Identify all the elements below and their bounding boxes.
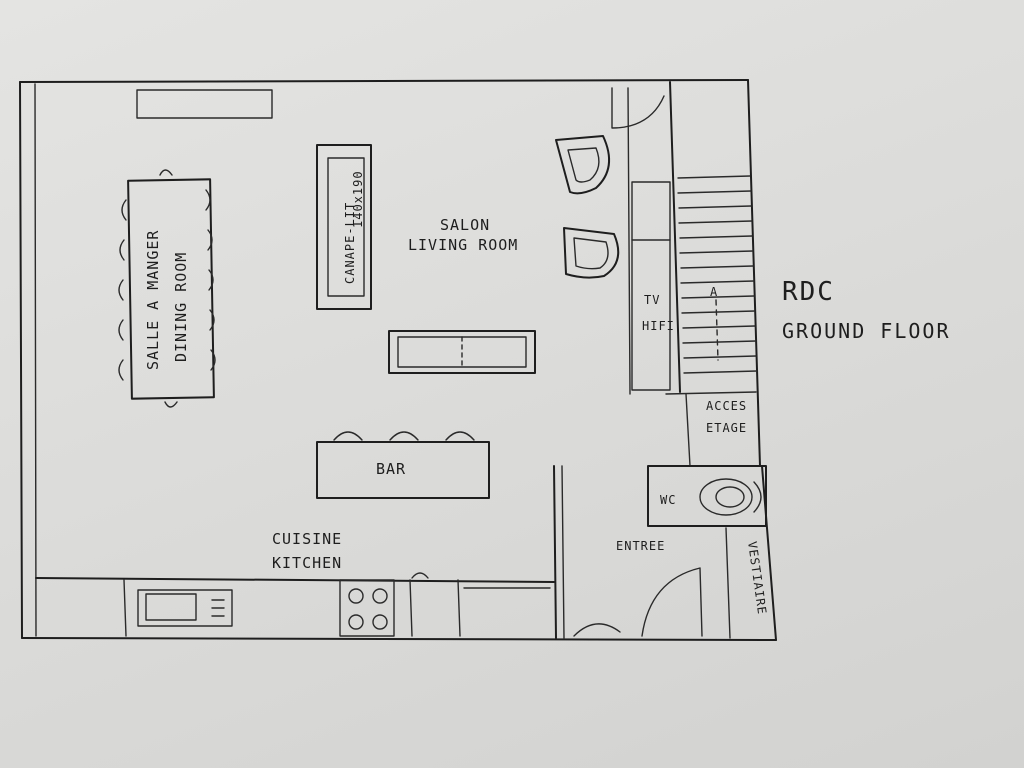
floor-subtitle: GROUND FLOOR [782,319,951,343]
door-swing-top [611,87,665,129]
armchair-top-seat [567,147,600,183]
stair-direction-line [715,299,719,361]
living-room-label-en: LIVING ROOM [408,236,518,254]
tv-unit-cabinet [631,181,671,391]
dining-table: SALLE A MANGER DINING ROOM [118,169,216,408]
sofa-bed-mattress [327,157,365,297]
hob-burner-1 [348,588,364,604]
wall-right-lower [761,465,777,641]
wall-bottom [21,637,777,641]
kitchen-divider-3 [457,579,461,637]
stair-step-5 [679,235,753,239]
stair-step-12 [682,340,757,344]
staircase: A [669,81,758,393]
living-room-label-fr: SALON [440,216,490,234]
bar-counter-top [316,441,490,499]
kitchen-sink [145,593,197,621]
access-divider [665,391,757,395]
stair-step-13 [683,355,757,359]
kitchen-counter [35,572,555,637]
kitchen-hob [339,579,395,637]
kitchen-label-fr: CUISINE [272,530,342,548]
stair-step-9 [681,295,755,299]
living-sofa-outer [388,330,536,374]
dining-chairs-ends [159,169,178,408]
door-swing-small [573,623,621,637]
window-bench [136,89,273,119]
kitchen-label-en: KITCHEN [272,554,342,572]
stair-wall-left [669,81,681,393]
bar-counter: BAR [316,431,490,499]
stair-step-11 [682,325,756,329]
stair-step-6 [679,250,754,254]
kitchen-divider-1 [123,579,127,637]
hifi-label: HIFI [642,319,675,333]
wc-toilet-bowl [699,478,753,516]
wall-left-outer [19,81,23,639]
stair-step-7 [680,265,754,269]
tv-label: TV [644,293,660,307]
dining-table-top [127,178,215,400]
floor-title: RDC [782,277,835,307]
dining-room-label-en: DINING ROOM [172,252,190,362]
armchairs [555,135,620,279]
entrance-partition-inner [561,465,565,639]
sofa-bed-label: CANAPE-LIT [343,202,357,284]
wc-toilet-tank [753,481,762,513]
outer-walls [19,79,777,641]
tv-unit-wall-left [627,87,631,395]
cloakroom-wall [725,527,731,639]
access-label-line2: ETAGE [706,421,747,435]
wall-left-inner [34,83,37,637]
entrance-partition [553,465,557,639]
hob-burner-2 [372,588,388,604]
stair-step-14 [683,370,758,374]
access-wall-left [685,393,691,467]
armchair-bottom-seat [573,237,609,270]
kitchen-tap [411,572,429,579]
sofa-bed-size-label: 140x190 [351,170,365,228]
dining-chairs-left [118,199,127,381]
access-label-line1: ACCES [706,399,747,413]
hob-burner-4 [372,614,388,630]
kitchen-counter-front [35,577,555,583]
wc-toilet-seat [715,486,745,508]
wall-right-upper [747,79,761,467]
hob-burner-3 [348,614,364,630]
sofa-bed-frame [316,144,372,310]
wc-walls [647,465,767,527]
dining-room-label-fr: SALLE A MANGER [144,230,162,370]
dining-chairs-right [205,189,216,371]
wall-top [19,79,749,83]
wc-label: WC [660,493,676,507]
stair-step-10 [681,310,756,314]
wc-room: WC [647,465,767,527]
sofa-bed: CANAPE-LIT 140x190 [316,144,372,310]
kitchen-drainer [211,599,225,617]
kitchen-sink-cabinet [137,589,233,627]
stair-step-8 [680,280,755,284]
armchair-bottom [563,227,620,279]
armchair-top [555,135,611,195]
entrance-label: ENTREE [616,539,665,553]
stair-step-1 [677,175,751,179]
tv-hifi-unit: TV HIFI [627,87,675,395]
door-swing-entrance [641,567,703,637]
living-sofa [388,330,536,374]
stair-arrow-label: A [710,285,718,299]
stair-step-3 [678,205,752,209]
kitchen-divider-2 [409,579,413,637]
stair-step-4 [678,220,753,224]
stair-step-2 [677,190,752,194]
bar-stools [333,431,475,441]
cloakroom-label: VESTIAIRE [745,540,769,615]
bar-label: BAR [376,460,406,478]
